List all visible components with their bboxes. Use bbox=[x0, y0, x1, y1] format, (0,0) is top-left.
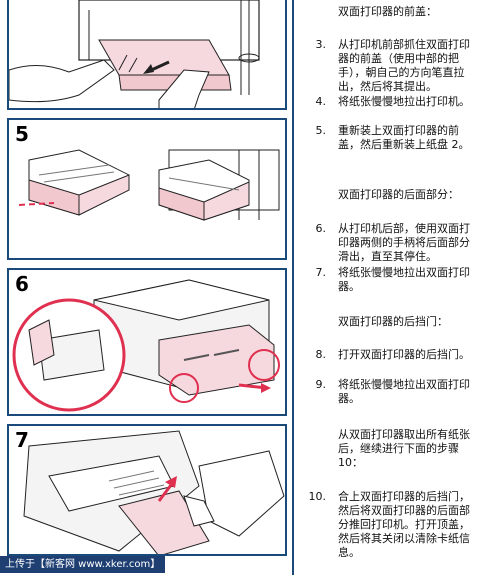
section-heading: 双面打印器的后挡门： bbox=[338, 315, 448, 328]
step-number: 4. bbox=[315, 95, 327, 108]
front-cover-illustration bbox=[9, 0, 260, 108]
step-number: 6 bbox=[15, 272, 29, 296]
step-text: 将纸张慢慢地拉出打印机。 bbox=[338, 95, 470, 108]
step-number: 7 bbox=[15, 428, 29, 452]
step-number: 5. bbox=[315, 124, 327, 137]
step-number: 3. bbox=[315, 38, 327, 51]
column-divider bbox=[292, 0, 294, 575]
rear-duplexer-illustration bbox=[12, 279, 280, 412]
step-text: 合上双面打印器的后挡门，然后将双面打印器的后面部分推回打印机。打开顶盖，然后将其… bbox=[338, 490, 470, 559]
step-number: 7. bbox=[315, 266, 327, 279]
illustration-panel-step-7: 7 bbox=[7, 424, 287, 556]
step-number: 10. bbox=[308, 490, 327, 503]
tray-removal-illustration bbox=[18, 149, 280, 221]
step-text: 将纸张慢慢地拉出双面打印器。 bbox=[338, 378, 470, 405]
step-text: 重新装上双面打印器的前盖，然后重新装上纸盘 2。 bbox=[338, 124, 470, 151]
step-text: 打开双面打印器的后挡门。 bbox=[338, 348, 470, 361]
step-number: 6. bbox=[315, 222, 327, 235]
step-text: 将纸张慢慢地拉出双面打印器。 bbox=[338, 266, 470, 293]
section-heading: 双面打印器的前盖： bbox=[338, 5, 437, 18]
step-text: 从打印机前部抓住双面打印器的前盖（使用中部的把手），朝自己的方向笔直拉出，然后将… bbox=[338, 38, 470, 93]
step-text: 从打印机后部，使用双面打印器两侧的手柄将后面部分滑出，直至其停住。 bbox=[338, 222, 470, 263]
instruction-column: 双面打印器的前盖： 3. 从打印机前部抓住双面打印器的前盖（使用中部的把手），朝… bbox=[300, 0, 476, 575]
step-number: 9. bbox=[315, 378, 327, 391]
step-number: 8. bbox=[315, 348, 327, 361]
rear-door-illustration bbox=[23, 430, 285, 554]
step-number: 5 bbox=[15, 122, 29, 146]
continuation-note: 从双面打印器取出所有纸张后，继续进行下面的步骤 10： bbox=[338, 428, 470, 469]
illustration-panel-step-5: 5 bbox=[7, 118, 287, 260]
illustration-panel-step-6: 6 bbox=[7, 268, 287, 416]
upload-watermark: 上传于【新客网 www.xker.com】 bbox=[0, 556, 166, 573]
illustration-column: 5 6 bbox=[0, 0, 287, 573]
illustration-panel-front-cover bbox=[7, 0, 287, 110]
section-heading: 双面打印器的后面部分： bbox=[338, 188, 459, 201]
